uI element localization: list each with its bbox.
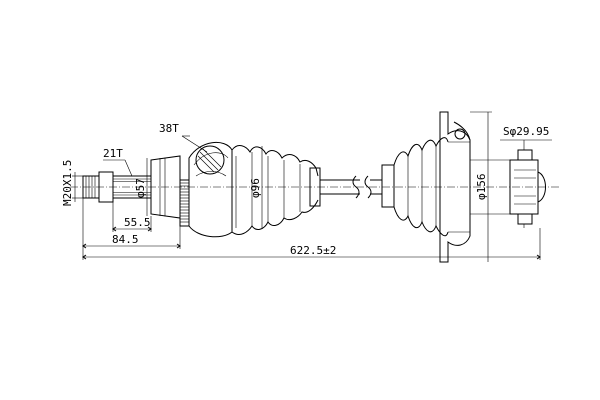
dim-dia-156: φ156 (470, 111, 492, 262)
label-dia-57: φ57 (134, 178, 147, 198)
end-stub (509, 149, 546, 225)
label-84-5: 84.5 (112, 233, 139, 246)
dim-84-5: 84.5 (82, 198, 181, 249)
label-thread: M20X1.5 (61, 160, 74, 206)
label-38t: 38T (159, 122, 179, 135)
threaded-stub (82, 171, 114, 203)
dim-dia-57: φ57 (134, 158, 148, 216)
dim-dia-96: φ96 (249, 146, 263, 228)
middle-shaft (320, 175, 382, 199)
label-55-5: 55.5 (124, 216, 151, 229)
dim-total-length: 622.5±2 (82, 228, 541, 260)
inner-cv-housing (439, 111, 510, 263)
outer-boot (231, 145, 321, 235)
outer-cv-joint (150, 142, 233, 238)
dim-sphere: Sφ29.95 (500, 125, 552, 228)
label-total-length: 622.5±2 (290, 244, 336, 257)
leader-38t: 38T (159, 122, 208, 153)
dim-arrows (82, 226, 541, 260)
inner-boot (381, 137, 449, 237)
label-dia-156: φ156 (475, 174, 488, 201)
dim-55-5: 55.5 (112, 202, 152, 232)
label-21t: 21T (103, 147, 123, 160)
label-dia-96: φ96 (249, 178, 262, 198)
label-sphere: Sφ29.95 (503, 125, 549, 138)
leader-21t: 21T (103, 147, 133, 177)
dim-thread: M20X1.5 (61, 160, 83, 206)
